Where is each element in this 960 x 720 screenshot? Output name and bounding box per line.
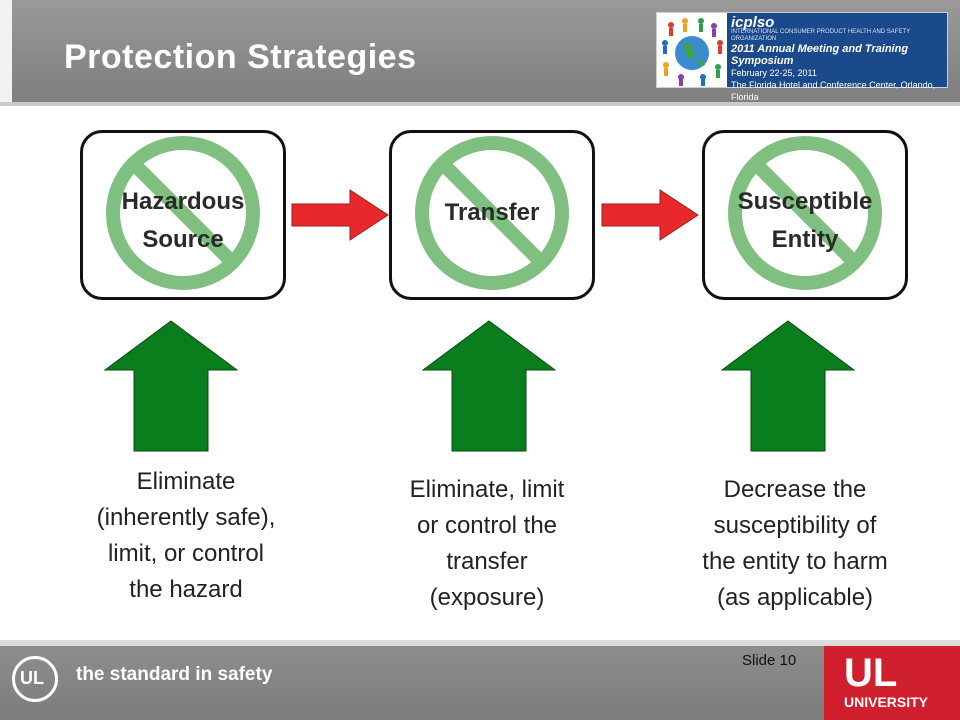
- node-label-line2: Entity: [771, 226, 839, 253]
- node-transfer: Transfer: [389, 130, 595, 300]
- caption-susceptible-entity: Decrease the susceptibility of the entit…: [650, 472, 940, 616]
- caption-line: the entity to harm: [702, 548, 888, 575]
- red-arrow-icon: [291, 189, 389, 241]
- prohibition-icon: [106, 136, 260, 290]
- slide-title: Protection Strategies: [64, 38, 417, 76]
- footer-tagline: the standard in safety: [76, 664, 273, 685]
- event-org-line: INTERNATIONAL CONSUMER PRODUCT HEALTH AN…: [731, 29, 911, 42]
- caption-line: transfer: [446, 548, 528, 575]
- caption-line: (exposure): [429, 584, 545, 611]
- header-notch: [0, 0, 12, 102]
- red-arrow-icon: [601, 189, 699, 241]
- caption-line: Decrease the: [723, 476, 867, 503]
- event-venue: The Florida Hotel and Conference Center,…: [731, 80, 936, 102]
- ul-university-logo-mark: UL: [844, 651, 898, 695]
- green-up-arrow-icon: [422, 320, 556, 452]
- node-label-line2: Source: [142, 226, 224, 253]
- event-name: 2011 Annual Meeting and Training Symposi…: [731, 43, 909, 67]
- caption-transfer: Eliminate, limit or control the transfer…: [344, 472, 630, 616]
- ul-logo-text: UL: [20, 668, 44, 688]
- ul-university-logo: UL UNIVERSITY: [824, 646, 960, 720]
- caption-line: Eliminate, limit: [409, 476, 565, 503]
- ul-logo-icon: [12, 656, 58, 702]
- caption-hazardous-source: Eliminate (inherently safe), limit, or c…: [36, 464, 336, 608]
- event-logo: icplso INTERNATIONAL CONSUMER PRODUCT HE…: [656, 12, 948, 102]
- globe-people-icon: [657, 13, 727, 87]
- event-dates: February 22-25, 2011: [731, 68, 817, 78]
- event-text: icplso INTERNATIONAL CONSUMER PRODUCT HE…: [731, 14, 943, 103]
- caption-line: the hazard: [129, 576, 243, 603]
- node-hazardous-source: Hazardous Source: [80, 130, 286, 300]
- caption-line: (as applicable): [716, 584, 874, 611]
- caption-line: Eliminate: [136, 468, 236, 495]
- event-brand: icplso: [731, 14, 775, 31]
- caption-line: susceptibility of: [713, 512, 877, 539]
- node-label-line1: Susceptible: [737, 188, 873, 215]
- footer-bar: [0, 646, 960, 720]
- node-susceptible-entity: Susceptible Entity: [702, 130, 908, 300]
- green-up-arrow-icon: [104, 320, 238, 452]
- prohibition-icon: [728, 136, 882, 290]
- node-label-line1: Transfer: [444, 199, 540, 226]
- ul-university-logo-word: UNIVERSITY: [844, 694, 929, 710]
- slide-number: Slide 10: [742, 652, 797, 669]
- prohibition-icon: [415, 136, 569, 290]
- node-label-line1: Hazardous: [121, 188, 245, 215]
- caption-line: limit, or control: [107, 540, 265, 567]
- green-up-arrow-icon: [721, 320, 855, 452]
- header-divider: [0, 102, 960, 106]
- caption-line: (inherently safe),: [96, 504, 276, 531]
- footer-strip: [0, 640, 960, 646]
- caption-line: or control the: [416, 512, 558, 539]
